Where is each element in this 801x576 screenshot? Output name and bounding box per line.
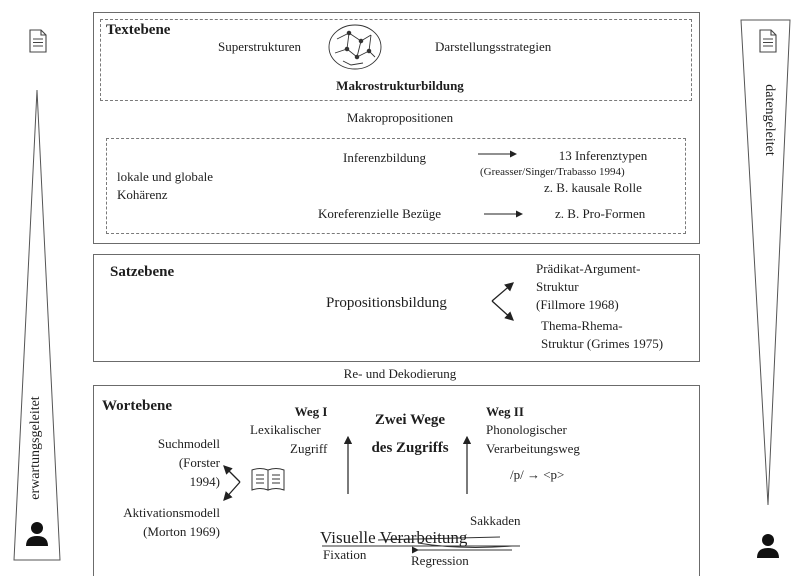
makropropositionen-label: Makropropositionen <box>346 110 454 125</box>
koreferenzielle-label: Koreferenzielle Bezüge <box>318 206 442 221</box>
word-level-box <box>93 385 700 576</box>
phon-example-label: /p/ → <p> <box>510 467 565 482</box>
visuelle-label: Visuelle Verarbeitung <box>320 528 468 547</box>
kohaerenz-label: Kohärenz <box>117 187 168 202</box>
forster-line2: 1994) <box>189 474 220 489</box>
pa-line3: (Fillmore 1968) <box>536 297 619 312</box>
tr-line2: Struktur (Grimes 1975) <box>541 336 664 351</box>
lokale-label: lokale und globale <box>117 169 214 184</box>
right-wedge <box>740 19 791 506</box>
document-icon <box>29 29 47 53</box>
macrostructure-frame <box>100 19 692 101</box>
zwei-wege-line1: Zwei Wege <box>374 412 446 428</box>
weg2-label: Weg II <box>486 404 524 419</box>
zwei-wege-line2: des Zugriffs <box>371 440 449 456</box>
forster-line1: (Forster <box>178 455 220 470</box>
phonologischer-label: Phonologischer <box>486 422 567 437</box>
pa-line2: Struktur <box>536 279 579 294</box>
aktivationsmodell-label: Aktivationsmodell <box>123 505 220 520</box>
greasser-label: (Greasser/Singer/Trabasso 1994) <box>480 166 625 178</box>
zugriff-label: Zugriff <box>290 441 328 456</box>
fixation-label: Fixation <box>323 547 367 562</box>
suchmodell-label: Suchmodell <box>157 436 220 451</box>
sakkaden-label: Sakkaden <box>470 513 521 528</box>
proformen-label: z. B. Pro-Formen <box>555 206 646 221</box>
word-level-title: Wortebene <box>102 398 172 414</box>
coherence-frame <box>106 138 686 234</box>
weg1-label: Weg I <box>294 404 328 419</box>
tr-line1: Thema-Rhema- <box>541 318 623 333</box>
morton-label: (Morton 1969) <box>143 524 220 539</box>
pa-line1: Prädikat-Argument- <box>536 261 641 276</box>
text-level-title: Textebene <box>106 22 171 38</box>
kausale-label: z. B. kausale Rolle <box>544 180 642 195</box>
person-icon <box>26 522 48 546</box>
inferenztypen-label: 13 Inferenztypen <box>558 148 648 163</box>
superstrukturen-label: Superstrukturen <box>218 39 302 54</box>
sentence-level-title: Satzebene <box>110 264 175 280</box>
regression-label: Regression <box>411 553 469 568</box>
book-icon <box>251 468 285 491</box>
verarbeitungsweg-label: Verarbeitungsweg <box>486 441 580 456</box>
document-icon <box>759 29 777 53</box>
text-level-box <box>93 12 700 244</box>
sentence-level-box <box>93 254 700 362</box>
darstellungsstrategien-label: Darstellungsstrategien <box>435 39 552 54</box>
lexikalischer-label: Lexikalischer <box>250 422 321 437</box>
re-dekodierung-label: Re- und Dekodierung <box>343 366 457 381</box>
propositionsbildung-label: Propositionsbildung <box>326 295 447 311</box>
left-wedge <box>13 89 61 561</box>
inferenzbildung-label: Inferenzbildung <box>343 150 427 165</box>
makrostrukturbildung-label: Makrostrukturbildung <box>336 78 464 93</box>
person-icon <box>757 534 779 558</box>
